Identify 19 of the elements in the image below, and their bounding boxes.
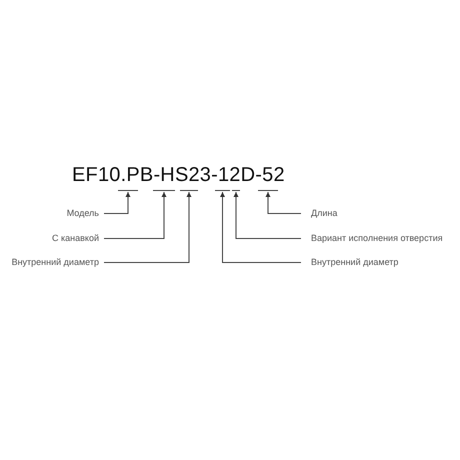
segment-underline (215, 190, 230, 191)
leader-line (104, 192, 166, 239)
model-code: EF10.PB-HS23-12D-52 (72, 164, 285, 186)
segment-underline (232, 190, 240, 191)
segment-underline (118, 190, 138, 191)
part-label: С канавкой (52, 233, 99, 244)
part-label: Модель (66, 208, 99, 219)
leader-line (220, 192, 302, 263)
part-label: Внутренний диаметр (311, 257, 398, 268)
leader-line (234, 192, 302, 239)
leader-line (104, 192, 130, 214)
segment-underline (258, 190, 278, 191)
leader-line (104, 192, 192, 263)
leader-line (266, 192, 302, 214)
part-label: Вариант исполнения отверстия (311, 233, 443, 244)
part-label: Внутренний диаметр (12, 257, 99, 268)
part-label: Длина (311, 208, 338, 219)
segment-underline (153, 190, 175, 191)
segment-underline (180, 190, 198, 191)
